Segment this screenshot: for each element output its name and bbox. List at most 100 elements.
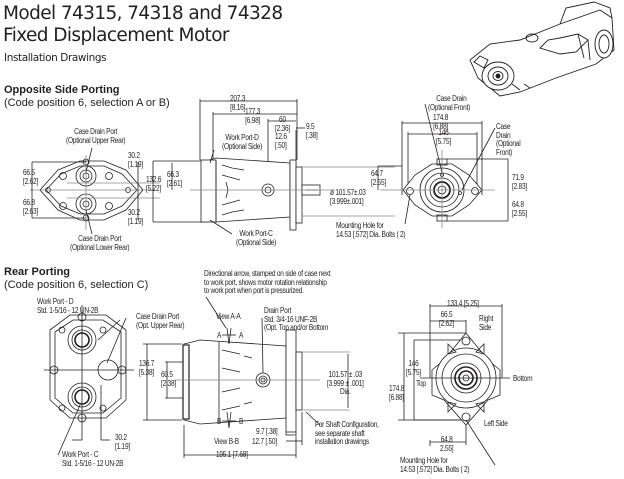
dim-66-5-front: 66.5 [2.62] — [439, 310, 454, 328]
dim-value-inch: [2.55] — [512, 208, 527, 218]
marker-a-right: A — [239, 331, 244, 340]
label-line: 14.53 [.572] Dia. Bolts ( 2) — [336, 229, 406, 239]
dim-30-2-top: 30.2 [1.19] — [128, 151, 143, 169]
dim-value: 30.2 — [128, 208, 140, 217]
dim-value-inch: [2.61] — [167, 178, 182, 188]
dim-value-inch: [6.88] — [389, 392, 404, 402]
note-line: to work port when port is pressurized. — [204, 286, 304, 295]
dim-64-7: 64.7 [2.55] — [371, 169, 386, 187]
label-line: Drain Port — [264, 306, 292, 315]
label-line: Case Drain — [436, 94, 467, 103]
dim-value-inch: [.50] — [275, 140, 287, 150]
label-case-drain-front-right: Case Drain (Optional Front) — [496, 122, 521, 157]
label-line: Case Drain Port — [74, 127, 118, 136]
label-case-drain-front-top: Case Drain (Optional Front) — [428, 94, 471, 112]
marker-a-left: A — [217, 331, 222, 340]
dim-value: 174.8 — [389, 384, 405, 393]
dim-value-inch: [6.88] — [433, 121, 449, 131]
marker-b-right: B — [239, 417, 244, 426]
label-directional-arrow-note: Directional arrow, stamped on side of ca… — [204, 269, 331, 296]
label-work-port-d-rear: Work Port - D Std. 1-5/16 - 12 UN-2B — [37, 297, 99, 315]
label-line: (Optional Side) — [236, 237, 277, 247]
label-line: Case — [496, 122, 511, 131]
dim-value: 146 — [438, 128, 449, 137]
label-line: Mounting Hole for — [400, 456, 448, 465]
dim-value: 30.2 — [128, 151, 140, 160]
label-line: Case Drain Port — [136, 312, 179, 321]
section-subheading-rear-porting: (Code position 6, selection C) — [4, 279, 149, 291]
label-view-b-b: View B-B — [214, 437, 239, 446]
label-case-drain-rear: Case Drain Port (Opt. Upper Rear) — [136, 312, 185, 330]
dim-value: 177.3 — [245, 107, 261, 116]
dim-66-3: 66.3 [2.61] — [167, 170, 182, 188]
isometric-motor-image — [469, 1, 615, 97]
dim-value-inch: [5.75] — [406, 367, 421, 377]
label-mounting-hole-1: Mounting Hole for 14.53 [.572] Dia. Bolt… — [336, 221, 406, 239]
dim-60-5: 60.5 [2.38] — [161, 370, 176, 388]
dim-66-5: 66.5 [2.62] — [23, 168, 38, 186]
label-line: (Opt. Top and/or Bottom — [264, 323, 329, 332]
dim-value: 12.6 — [275, 132, 287, 141]
dim-value-inch: [8.16] — [230, 102, 246, 112]
dim-value: 66.8 — [23, 198, 35, 207]
label-left-side: Left Side — [484, 419, 508, 428]
dim-9-7: 9.7 [.38] — [256, 427, 278, 436]
dim-207-3: 207.3 [8.16] — [230, 94, 246, 112]
note-line: installation drawings — [315, 437, 369, 446]
dim-177-3: 177.3 [6.98] — [245, 107, 261, 125]
note-line: Directional arrow, stamped on side of ca… — [204, 269, 331, 278]
dim-174-8: 174.8 [6.88] — [433, 113, 449, 131]
label-line: Mounting Hole for — [336, 221, 384, 230]
dim-value-inch: [1.19] — [128, 216, 143, 226]
rear-porting-rear-view-drawing — [44, 305, 134, 456]
label-line: (Optional Front) — [428, 102, 471, 112]
label-view-a-a: View A-A — [216, 312, 241, 321]
title-line-2: Fixed Displacement Motor — [3, 25, 230, 46]
dim-9-5: 9.5 [.38] — [306, 122, 318, 140]
dim-195-1: 195.1 [7.68] — [216, 450, 248, 459]
dim-value-inch: [2.62] — [23, 176, 38, 186]
dim-value-inch: [.38] — [306, 130, 318, 140]
dim-value-inch: 2.55] — [440, 443, 454, 453]
label-mounting-hole-2: Mounting Hole for 14.53 [.572] Dia. Bolt… — [400, 456, 470, 474]
section-heading-rear-porting: Rear Porting — [4, 266, 71, 278]
rear-porting-front-view-drawing — [398, 304, 510, 466]
dim-value-inch: [3.999±.001] — [330, 196, 364, 206]
dim-value-inch: [2.63] — [23, 206, 38, 216]
note-line: to work port, shows motor rotation relat… — [204, 277, 327, 287]
dim-value-inch: [5.22] — [146, 183, 161, 193]
dim-value: 207.3 — [230, 94, 246, 103]
label-line: (Optional Upper Rear) — [66, 135, 126, 145]
label-line: Case Drain Port — [78, 234, 122, 243]
label-line: Right — [479, 314, 494, 323]
dim-pilot-diameter-rear: 101.57 ± .03 [3.999 ± .001] Dia. — [327, 370, 364, 397]
label-line: Work Port-D — [225, 133, 259, 142]
label-case-drain-lower: Case Drain Port (Optional Lower Rear) — [70, 234, 130, 252]
dim-136-7: 136.7 [5.38] — [139, 359, 154, 377]
dim-value: 132.6 — [146, 175, 162, 184]
rear-porting-side-view-drawing — [143, 296, 350, 458]
label-line: Drain — [496, 130, 511, 140]
dim-value-inch: [2.36] — [275, 123, 290, 133]
label-work-port-d-side: Work Port-D (Optional Side) — [222, 133, 262, 151]
label-work-port-c-side: Work Port-C (Optional Side) — [236, 229, 277, 247]
title-line-1: Model 74315, 74318 and 74328 — [3, 3, 283, 24]
dim-value: 66.5 — [440, 310, 453, 319]
dim-value-inch: [5.75] — [436, 136, 451, 146]
dim-64-8-front: 64.8 2.55] — [440, 435, 454, 453]
marker-b-left: B — [217, 417, 222, 426]
dim-value: 64.8 — [440, 435, 453, 444]
label-line: 14.53 [.572] Dia. Bolts ( 2) — [400, 464, 470, 474]
dim-174-8-front: 174.8 [6.88] — [389, 384, 405, 402]
label-right-side: Right Side — [479, 314, 494, 332]
section-subheading-opposite-side: (Code position 6, selection A or B) — [4, 97, 170, 109]
label-line: Std. 1-5/16 - 12 UN-2B — [37, 305, 99, 315]
dim-146-front: 146 [5.75] — [406, 359, 421, 377]
dim-30-2-rear: 30.2 [1.19] — [115, 433, 130, 451]
dim-60: 60 [2.36] — [275, 115, 290, 133]
label-line: Std. 1-5/16 - 12 UN-2B — [62, 458, 124, 468]
rear-view-drawing — [30, 147, 160, 235]
dim-12-7: 12.7 [.50] — [252, 437, 277, 446]
note-line: For Shaft Configuration, — [315, 420, 379, 429]
